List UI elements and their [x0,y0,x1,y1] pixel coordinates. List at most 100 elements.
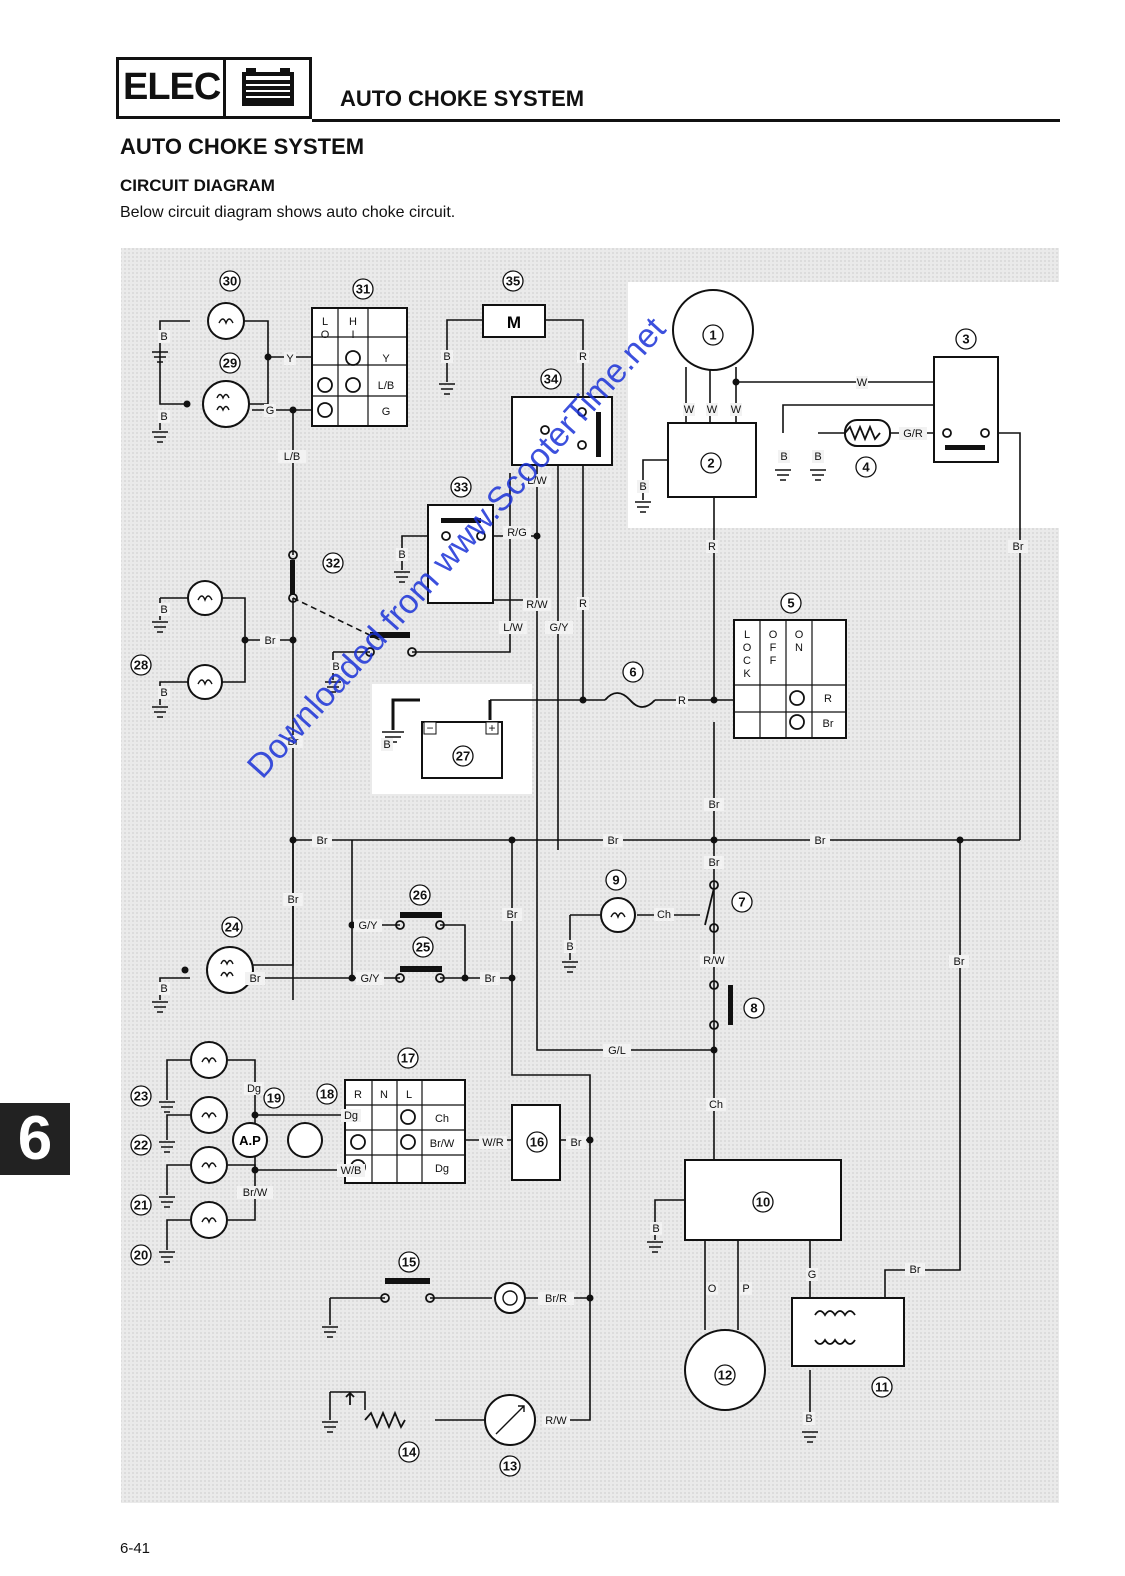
wire-color-label: W [731,404,742,416]
wire-label-bg [283,893,303,906]
description-text: Below circuit diagram shows auto choke c… [120,204,456,221]
component-number-circle [780,592,802,614]
wire-color-label: G/Y [361,973,381,985]
component-number-13: 13 [503,1459,517,1474]
component-number-circle [219,352,241,374]
wire-label-bg [545,621,573,634]
wire-label-bg [812,450,824,463]
wire-color-label: B [805,1413,812,1425]
junction-dots [181,353,964,1302]
switch-17-row-label: Br/W [430,1138,455,1150]
component-number-circle [871,1376,893,1398]
section-subtitle: CIRCUIT DIAGRAM [120,176,275,195]
wire-color-label: Br [571,1137,582,1149]
component-number-circle [221,916,243,938]
component-number-circle [398,1441,420,1463]
wire-color-label: B [160,331,167,343]
component-number-circle [955,328,977,350]
component-number-circle [219,270,241,292]
component-number-3: 3 [962,332,969,347]
wire-color-label: Y [286,353,294,365]
wire-label-bg [905,1263,925,1276]
wire-label-bg [158,603,170,616]
component-number-circle [855,456,877,478]
component-number-16: 16 [530,1135,544,1150]
wire-label-bg [354,919,382,932]
switch-31-row-label: L/B [378,380,395,392]
wire-color-label: Br [288,894,299,906]
wire-label-bg [637,480,649,493]
wire-color-label: P [742,1283,749,1295]
switch-17-row-label: Dg [435,1163,449,1175]
lamp-filaments [197,318,626,1435]
wire-color-label: Br [709,857,720,869]
wire-color-label: B [383,739,390,751]
switch-col-letter: K [743,668,751,680]
switch-17-row-label: Ch [435,1113,449,1125]
component-number-circle [450,476,472,498]
component-number-2: 2 [707,456,714,471]
component-number-6: 6 [629,665,636,680]
wire-color-label: B [443,351,450,363]
battery-icon [242,68,294,106]
wire-color-label: Ch [709,1099,723,1111]
component-number-12: 12 [718,1368,732,1383]
circuit-diagram: − + M A.P LOHIYL/BGLOCKOFFONRBrRNLChBr/W… [121,248,1059,1503]
component-number-8: 8 [750,1001,757,1016]
component-number-24: 24 [225,920,240,935]
header-rule [312,119,1060,122]
wire-color-label: L/W [527,475,547,487]
component-number-circle [412,936,434,958]
wire-color-label: W/R [482,1137,503,1149]
component-number-14: 14 [402,1445,417,1460]
component-number-circle [130,1244,152,1266]
wire-color-label: W [857,377,868,389]
wire-label-bg [603,1044,631,1057]
wire-color-label: R [579,598,587,610]
wire-label-bg [704,856,724,869]
section-tab-elec: ELEC [116,57,312,119]
component-number-circle [130,1134,152,1156]
wire-label-bg [499,621,527,634]
battery-symbol [423,721,499,735]
switch-col-letter: I [351,329,354,341]
component-number-circle [130,654,152,676]
wire-label-bg [356,972,384,985]
component-number-15: 15 [402,1255,416,1270]
wire-color-label: W [684,404,695,416]
wire-label-bg [337,1164,365,1177]
component-number-circle [700,452,722,474]
wire-label-bg [538,1292,574,1305]
component-number-circle [605,869,627,891]
wire-color-label: G [808,1269,817,1281]
wire-color-label: B [160,983,167,995]
component-number-circle [130,1194,152,1216]
switch-col-letter: O [795,629,804,641]
wire-color-label: G [266,405,275,417]
component-number-35: 35 [506,274,520,289]
switch-17-col-label: R [354,1089,362,1101]
wire-color-label: Br [1013,541,1024,553]
switch-col-letter: H [349,316,357,328]
wire-label-bg [810,834,830,847]
wire-color-label: W [707,404,718,416]
wire-color-label: Br [608,835,619,847]
switch-col-letter: L [744,629,750,641]
component-number-27: 27 [456,749,470,764]
component-number-20: 20 [134,1248,148,1263]
component-number-28: 28 [134,658,148,673]
component-number-circle [263,1087,285,1109]
wire-label-bg [650,1222,662,1235]
wire-color-label: R [678,695,686,707]
component-number-30: 30 [223,274,237,289]
component-number-circle [526,1131,548,1153]
switch-col-letter: F [770,655,777,667]
component-number-1: 1 [709,328,716,343]
component-number-10: 10 [756,1195,770,1210]
wire-color-label: R/W [545,1415,567,1427]
section-tab-label: ELEC [123,66,221,108]
wire-label-bg [706,1282,718,1295]
switch-17-col-label: L [406,1089,412,1101]
component-number-31: 31 [356,282,370,297]
